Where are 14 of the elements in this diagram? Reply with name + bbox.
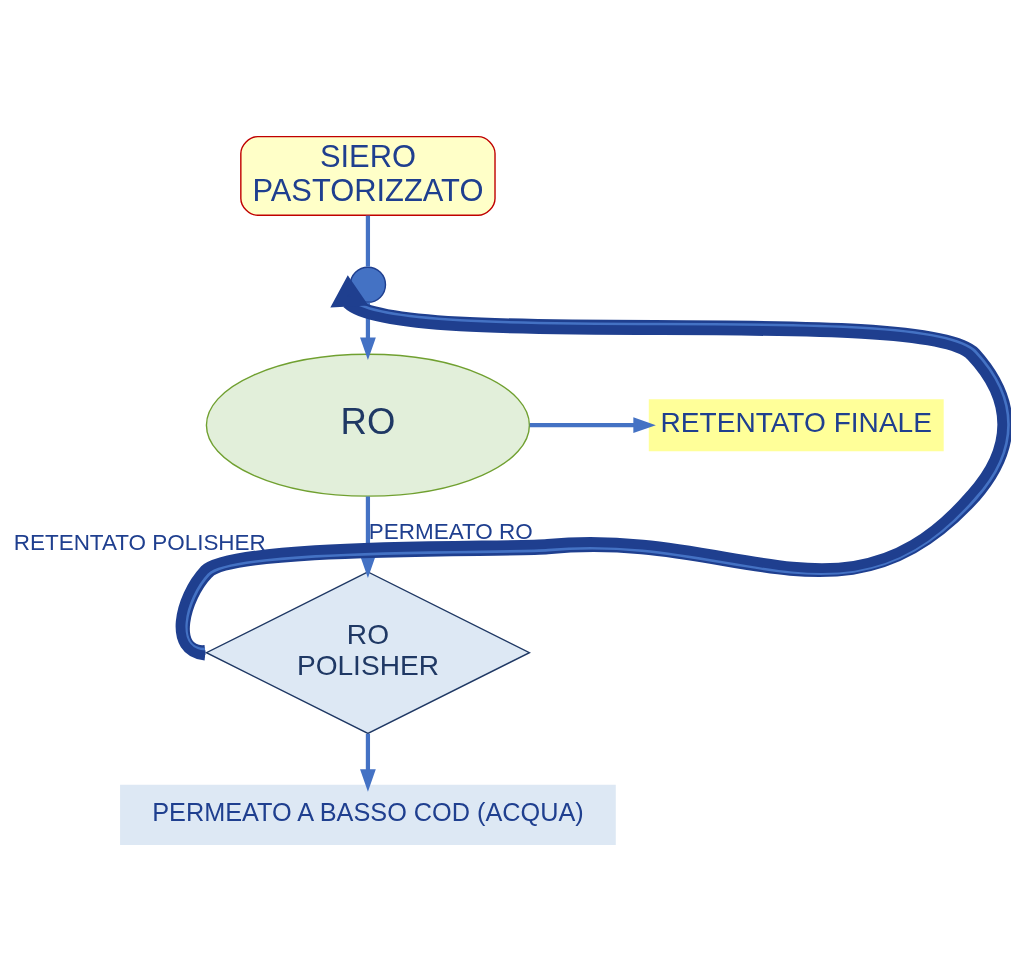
node-diamond: RO POLISHER bbox=[204, 570, 531, 734]
arrow bbox=[529, 416, 656, 433]
node-box: PERMEATO A BASSO COD (ACQUA) bbox=[120, 784, 616, 845]
edge-label: RETENTATO POLISHER bbox=[13, 529, 266, 555]
node-circle bbox=[349, 266, 387, 303]
arrow bbox=[360, 302, 376, 360]
arrow bbox=[360, 733, 376, 792]
arrow bbox=[176, 274, 1011, 660]
node-box: SIERO PASTORIZZATO bbox=[240, 135, 496, 216]
node-ellipse: RO bbox=[205, 353, 531, 497]
connector bbox=[365, 215, 371, 267]
node-box: RETENTATO FINALE bbox=[648, 398, 944, 451]
edge-label: PERMEATO RO bbox=[368, 518, 533, 544]
arrow bbox=[360, 495, 376, 578]
